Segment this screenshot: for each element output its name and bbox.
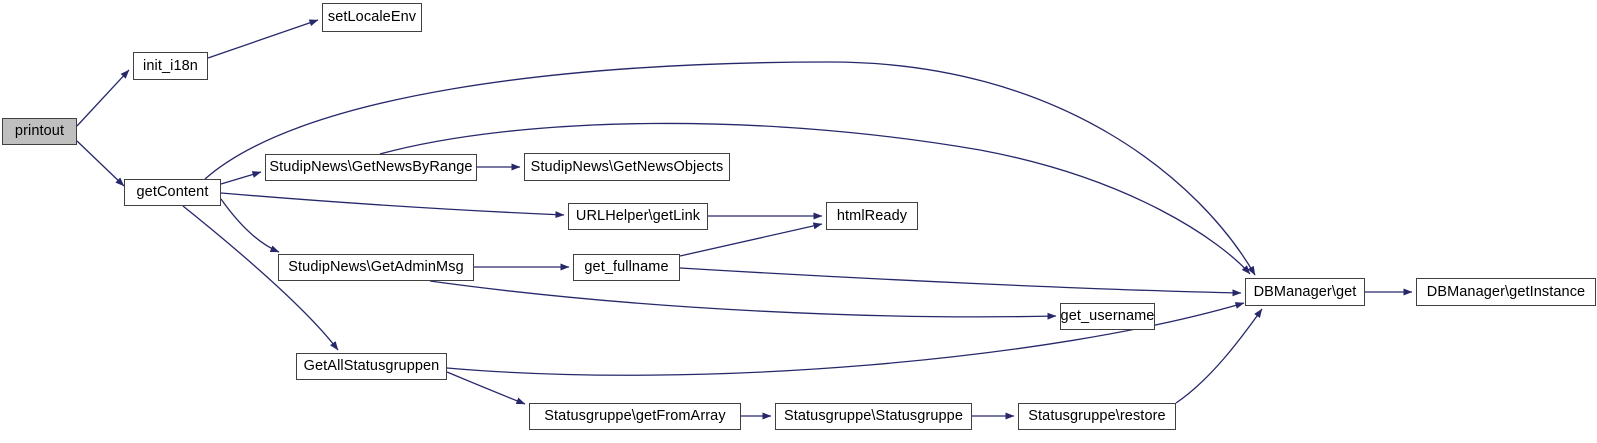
graph-edge-getFullname-to-dbGet [679, 267, 1242, 297]
graph-node-getUsername[interactable]: get_username [1060, 303, 1155, 330]
graph-node-getFullname[interactable]: get_fullname [573, 254, 680, 281]
graph-node-label: printout [14, 123, 65, 140]
graph-node-label: StudipNews\GetNewsByRange [269, 159, 473, 176]
graph-edge-getContent-to-getLink [220, 192, 565, 219]
graph-node-label: URLHelper\getLink [575, 208, 701, 225]
graph-node-label: StudipNews\GetAdminMsg [288, 259, 464, 276]
graph-edge-init_i18n-to-setLocaleEnv [207, 19, 319, 59]
graph-edge-newsByRange-to-dbGet [379, 122, 1251, 275]
graph-node-newsByRange[interactable]: StudipNews\GetNewsByRange [265, 154, 477, 181]
graph-edge-getContent-to-adminMsg [220, 198, 280, 253]
graph-node-label: get_username [1060, 308, 1155, 325]
graph-edge-statusRestore-to-dbGet [1175, 308, 1263, 404]
graph-node-label: Statusgruppe\Statusgruppe [783, 408, 964, 425]
graph-edge-getContent-to-newsByRange [220, 171, 262, 185]
edges-group [76, 19, 1413, 420]
graph-node-label: htmlReady [836, 207, 908, 224]
graph-node-label: Statusgruppe\restore [1028, 408, 1166, 425]
graph-node-setLocaleEnv[interactable]: setLocaleEnv [322, 3, 422, 32]
graph-node-newsObjects[interactable]: StudipNews\GetNewsObjects [524, 153, 730, 181]
graph-node-label: setLocaleEnv [327, 9, 417, 26]
graph-node-statusRestore[interactable]: Statusgruppe\restore [1018, 403, 1176, 430]
graph-edge-adminMsg-to-getUsername [429, 280, 1057, 320]
graph-node-label: getContent [136, 184, 209, 201]
graph-node-label: DBManager\get [1253, 283, 1357, 300]
graph-node-getLink[interactable]: URLHelper\getLink [568, 203, 708, 230]
graph-node-label: StudipNews\GetNewsObjects [530, 158, 724, 175]
graph-node-getFromArray[interactable]: Statusgruppe\getFromArray [529, 403, 741, 430]
graph-node-getContent[interactable]: getContent [124, 179, 221, 206]
graph-edge-printout-to-getContent [76, 140, 125, 187]
graph-node-label: GetAllStatusgruppen [303, 358, 440, 375]
graph-node-label: init_i18n [143, 57, 198, 74]
graph-node-allStatus[interactable]: GetAllStatusgruppen [296, 353, 447, 380]
graph-node-htmlReady[interactable]: htmlReady [826, 202, 918, 230]
graph-edge-printout-to-init_i18n [76, 69, 130, 127]
graph-edge-allStatus-to-getFromArray [446, 371, 526, 405]
graph-node-adminMsg[interactable]: StudipNews\GetAdminMsg [278, 254, 474, 281]
graph-node-label: get_fullname [584, 259, 669, 276]
graph-node-init_i18n[interactable]: init_i18n [133, 52, 208, 80]
graph-node-printout[interactable]: printout [2, 118, 77, 145]
graph-node-dbGetInstance[interactable]: DBManager\getInstance [1416, 278, 1596, 306]
graph-node-label: Statusgruppe\getFromArray [544, 408, 726, 425]
graph-node-label: DBManager\getInstance [1426, 283, 1586, 300]
graph-node-statusCtor[interactable]: Statusgruppe\Statusgruppe [775, 403, 972, 430]
graph-node-dbGet[interactable]: DBManager\get [1245, 278, 1365, 306]
